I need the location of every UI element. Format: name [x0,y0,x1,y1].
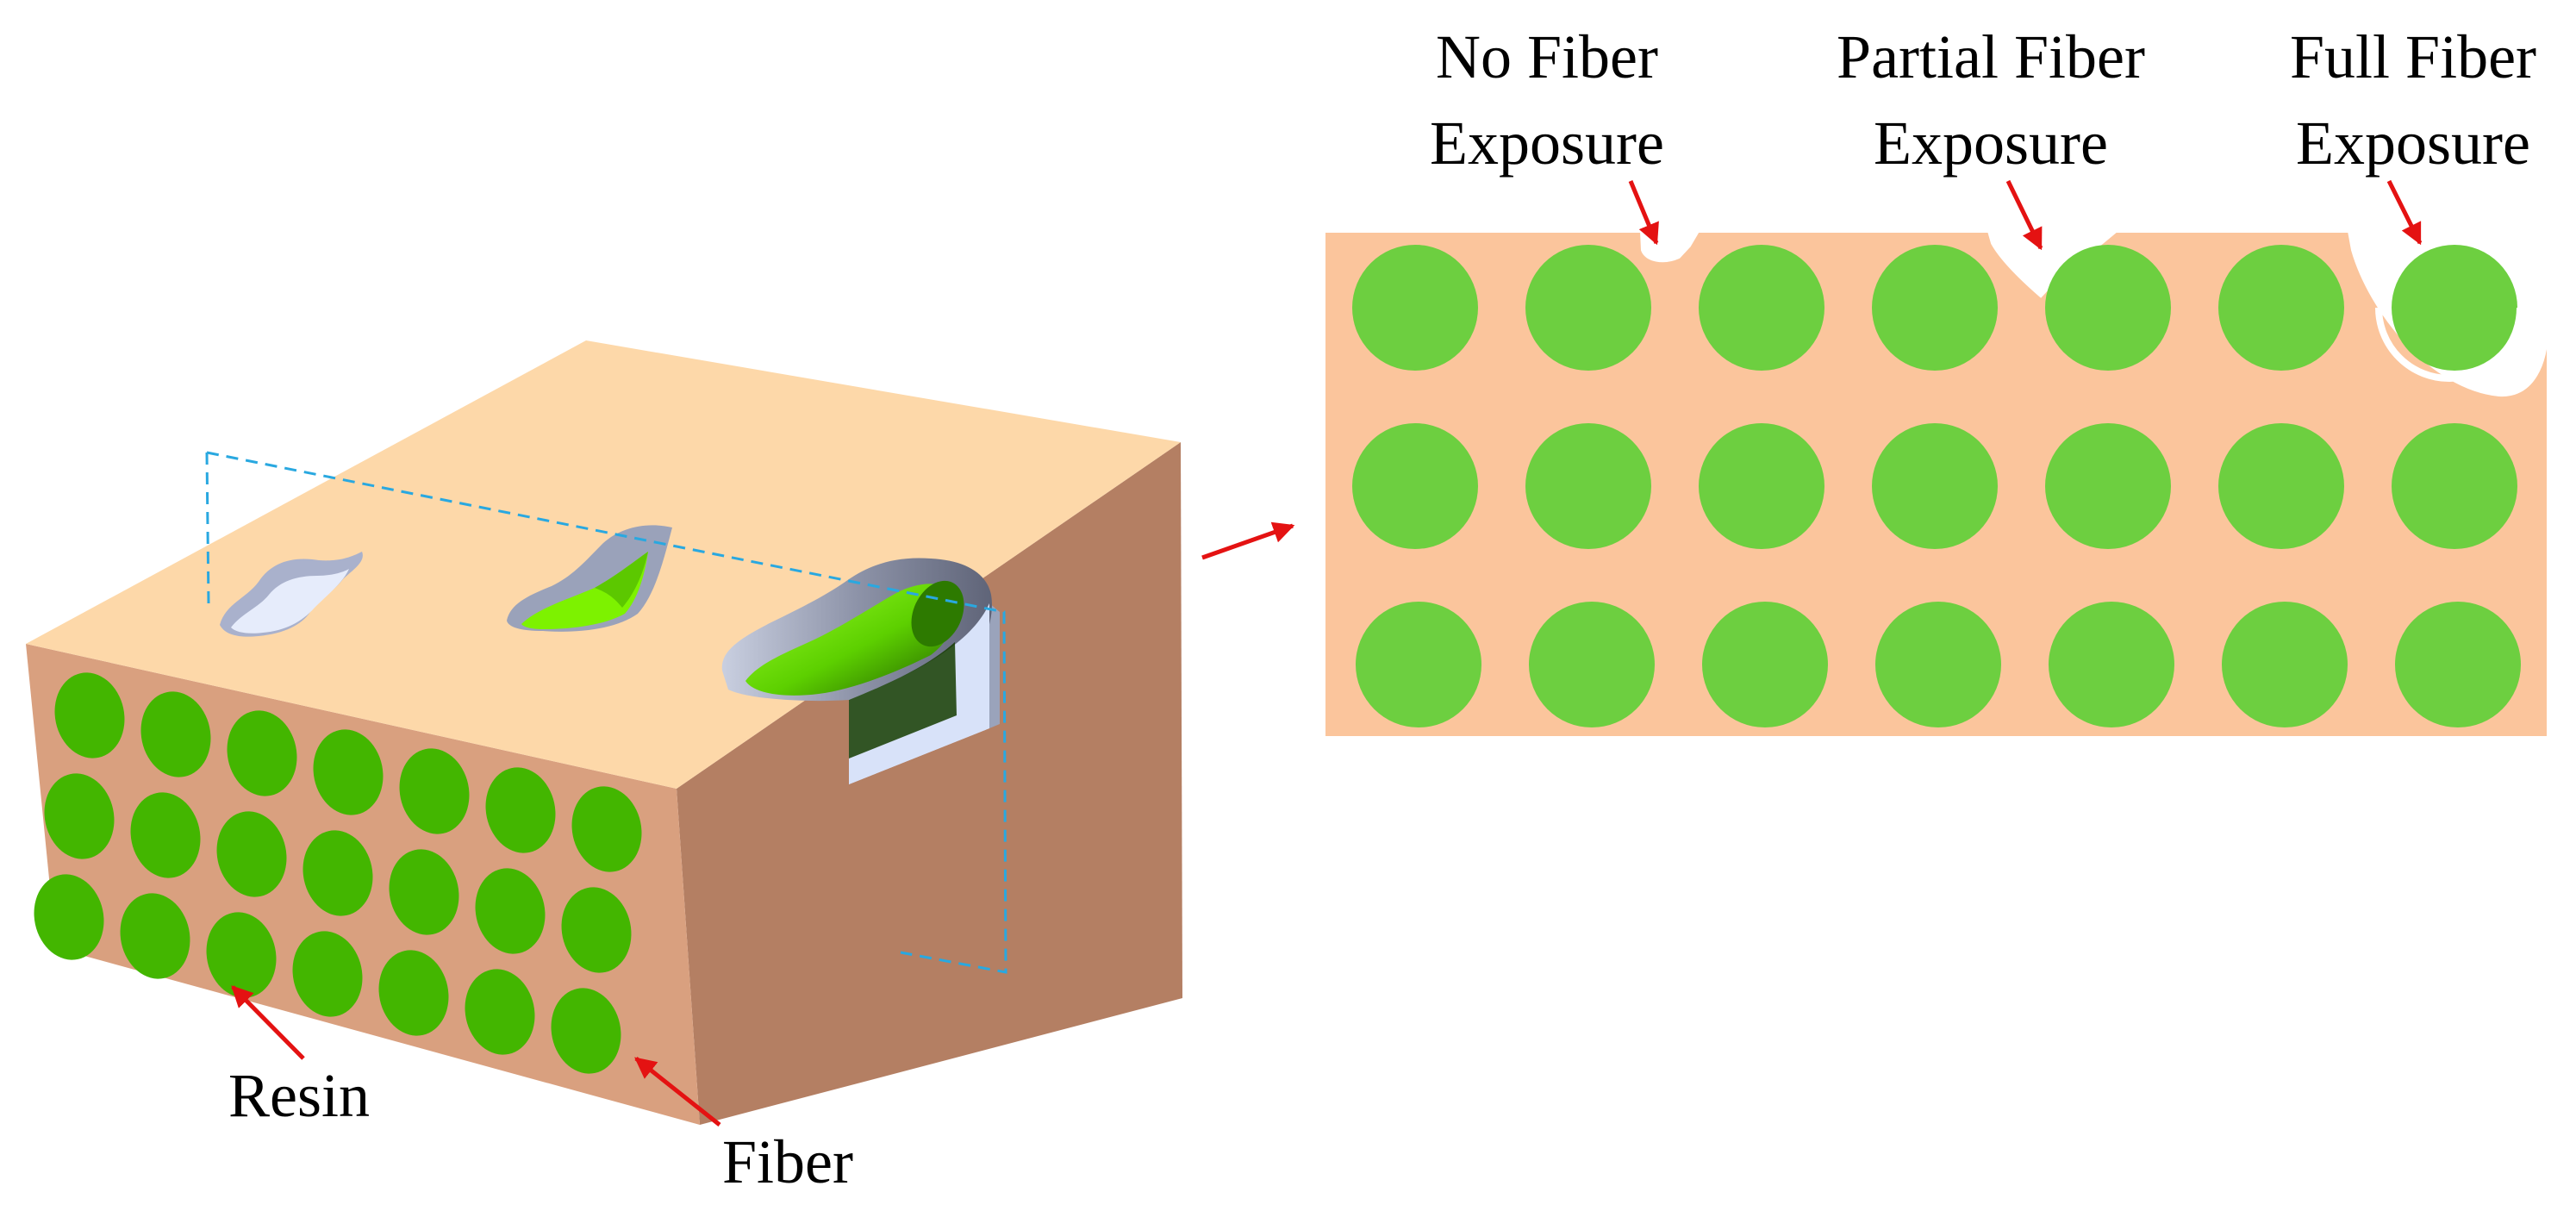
section-fiber [1525,423,1651,549]
section-fiber [1872,423,1998,549]
block-fiber-end [389,849,459,935]
pit-partial-fiber [507,525,672,632]
block-fiber-end [140,691,211,777]
red-arrow-icon [2386,179,2423,246]
section-fiber [1702,602,1828,727]
block-fiber-end [551,988,621,1074]
partial-fiber-label-line2: Exposure [1874,109,2108,178]
section-fiber [2392,245,2517,371]
resin-label: Resin [228,1061,370,1130]
block-fiber-ends [34,672,642,1074]
block-fiber-end [227,710,297,796]
section-fiber [2049,602,2174,727]
pit-no-fiber [220,552,363,637]
section-fiber [2395,602,2521,727]
block-fiber-end [292,931,363,1017]
block-fiber-end [485,767,556,853]
block-fiber-end [313,729,384,815]
section-fiber [1352,423,1478,549]
red-arrow-icon [2005,179,2043,251]
section-fiber [1525,245,1651,371]
block-fiber-end [216,811,287,897]
block-fiber-end [44,773,115,859]
section-plane-outline [206,451,1007,974]
block-fiber-end [561,887,632,973]
section-fiber [1875,602,2001,727]
red-arrow-icon [1201,521,1295,560]
block-fiber-end [571,786,642,872]
block-fiber-end [206,912,277,998]
section-fiber [2045,245,2171,371]
section-fiber [2222,602,2348,727]
section-fiber [1529,602,1655,727]
section-fiber [1872,245,1998,371]
block-fiber-end [475,868,546,954]
composite-block [26,340,1182,1125]
block-fiber-end [378,950,449,1036]
block-fiber-end [54,672,125,758]
section-fiber [2218,423,2344,549]
cross-section [1325,229,2548,736]
section-fibers [1352,245,2523,727]
full-fiber-label-line2: Exposure [2296,109,2530,178]
section-fiber [1352,245,1478,371]
section-fiber [2045,423,2171,549]
section-notch-edge [989,603,1000,728]
section-plane-outline-back [205,452,210,604]
block-fiber-end [399,748,470,834]
exposure-gap [2375,307,2523,382]
fiber-label: Fiber [722,1127,853,1196]
pit-full-fiber [721,558,992,784]
block-side-face [677,442,1182,1125]
block-fiber-end [130,792,201,878]
red-arrow-icon [634,1057,721,1127]
section-surface-edge [1325,229,2548,397]
section-fiber [1699,423,1824,549]
partial-fiber-label-line1: Partial Fiber [1837,22,2145,91]
block-fiber-end [465,969,535,1055]
block-fiber-end [120,893,190,979]
block-fiber-end [303,830,373,916]
no-fiber-label-line1: No Fiber [1436,22,1658,91]
red-arrow-icon [1628,180,1659,246]
no-fiber-label-line2: Exposure [1430,109,1664,178]
red-arrow-icon [231,985,305,1060]
section-fiber [1356,602,1481,727]
full-fiber-label-line1: Full Fiber [2290,22,2536,91]
section-fiber [2392,423,2517,549]
section-fiber [1699,245,1824,371]
section-fiber [2218,245,2344,371]
block-fiber-end [34,874,104,960]
